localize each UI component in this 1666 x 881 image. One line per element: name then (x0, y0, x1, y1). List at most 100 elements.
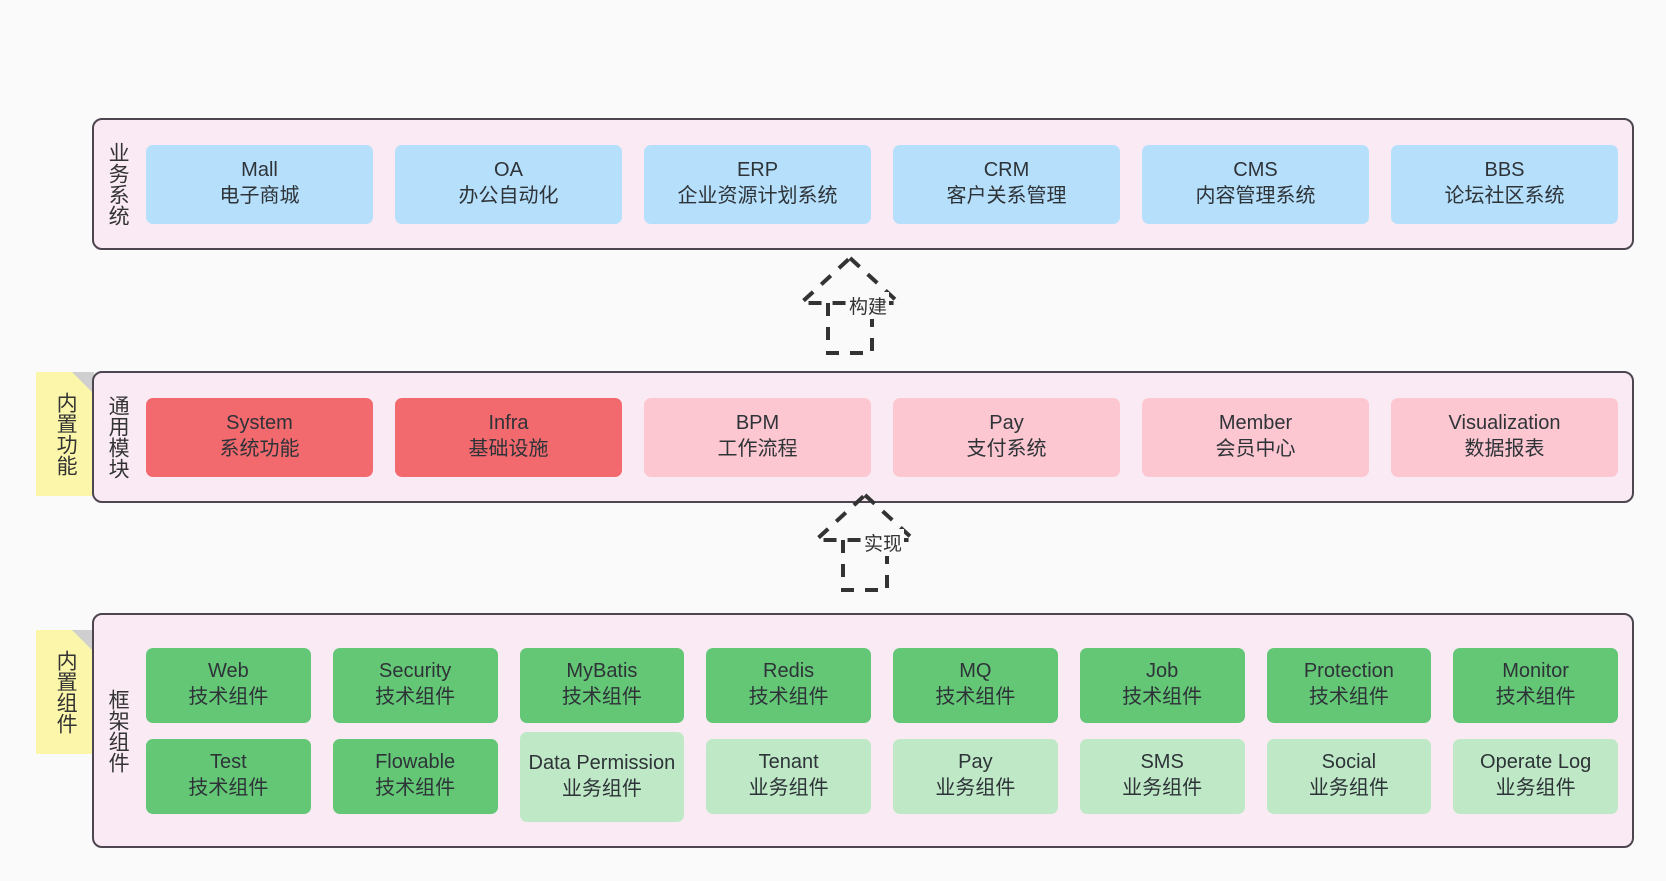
card-title: Member (1218, 412, 1293, 435)
card-infra[interactable]: Infra 基础设施 (395, 397, 622, 477)
card-system[interactable]: System 系统功能 (146, 397, 373, 477)
card-title: Social (1321, 751, 1377, 774)
card-redis[interactable]: Redis 技术组件 (706, 647, 871, 723)
dashed-stem-icon (841, 540, 889, 592)
card-subtitle: 会员中心 (1215, 438, 1296, 460)
note-builtin-features: 内置功能 (36, 372, 94, 496)
card-operate-log[interactable]: Operate Log 业务组件 (1453, 738, 1618, 814)
card-title: System (226, 412, 293, 435)
card-security[interactable]: Security 技术组件 (332, 647, 498, 723)
card-row: Test 技术组件 Flowable 技术组件 Data Permission … (146, 731, 1618, 822)
dashed-stem-icon (826, 303, 874, 355)
card-erp[interactable]: ERP 企业资源计划系统 (644, 144, 871, 224)
layer-body-business: Mall 电子商城 OA 办公自动化 ERP 企业资源计划系统 CRM 客户关系… (140, 120, 1632, 248)
card-title: OA (494, 159, 523, 182)
card-title: MQ (959, 660, 992, 683)
layer-title-common: 通用模块 (106, 395, 130, 479)
card-subtitle: 技术组件 (375, 777, 456, 799)
card-title: Infra (488, 412, 529, 435)
card-title: Job (1146, 660, 1179, 683)
card-subtitle: 技术组件 (188, 686, 269, 708)
hollow-triangle-arrowhead-icon (810, 492, 920, 542)
card-title: Monitor (1502, 660, 1569, 683)
connector-label-implement: 实现 (862, 529, 905, 556)
layer-business-systems: 业务系统 Mall 电子商城 OA 办公自动化 ERP 企业资源计划系统 CRM… (92, 118, 1634, 250)
card-member[interactable]: Member 会员中心 (1142, 397, 1369, 477)
card-mybatis[interactable]: MyBatis 技术组件 (519, 647, 685, 723)
card-title: Test (210, 751, 247, 774)
note-label: 内置组件 (54, 650, 78, 734)
connector-implement: 实现 (810, 492, 920, 592)
card-title: BBS (1484, 159, 1525, 182)
card-title: Mall (241, 159, 278, 182)
card-subtitle: 客户关系管理 (946, 185, 1067, 207)
card-title: Security (379, 660, 452, 683)
card-oa[interactable]: OA 办公自动化 (395, 144, 622, 224)
card-subtitle: 技术组件 (561, 686, 642, 708)
layer-framework-components: 框架组件 Web 技术组件 Security 技术组件 MyBatis 技术组件… (92, 613, 1634, 848)
card-subtitle: 技术组件 (748, 686, 829, 708)
card-title: SMS (1140, 751, 1184, 774)
layer-body-framework: Web 技术组件 Security 技术组件 MyBatis 技术组件 Redi… (140, 615, 1632, 846)
card-mall[interactable]: Mall 电子商城 (146, 144, 373, 224)
layer-title-business: 业务系统 (106, 142, 130, 226)
hollow-triangle-arrowhead-icon (795, 255, 905, 305)
card-data-permission[interactable]: Data Permission 业务组件 (519, 731, 685, 822)
card-subtitle: 办公自动化 (458, 185, 559, 207)
card-title: ERP (736, 159, 779, 182)
layer-body-common: System 系统功能 Infra 基础设施 BPM 工作流程 Pay 支付系统… (140, 373, 1632, 501)
card-job[interactable]: Job 技术组件 (1079, 647, 1245, 723)
card-subtitle: 业务组件 (561, 777, 642, 800)
card-subtitle: 业务组件 (748, 777, 829, 799)
card-monitor[interactable]: Monitor 技术组件 (1453, 647, 1618, 723)
card-mq[interactable]: MQ 技术组件 (893, 647, 1058, 723)
card-title: Visualization (1448, 412, 1561, 435)
card-social[interactable]: Social 业务组件 (1266, 738, 1432, 814)
card-sms[interactable]: SMS 业务组件 (1079, 738, 1245, 814)
card-subtitle: 电子商城 (219, 185, 300, 207)
card-row: System 系统功能 Infra 基础设施 BPM 工作流程 Pay 支付系统… (146, 397, 1618, 477)
card-title: Protection (1303, 660, 1394, 683)
connector-build: 构建 (795, 255, 905, 355)
card-subtitle: 技术组件 (1308, 686, 1389, 708)
card-pay-component[interactable]: Pay 业务组件 (893, 738, 1058, 814)
card-subtitle: 技术组件 (375, 686, 456, 708)
card-row: Mall 电子商城 OA 办公自动化 ERP 企业资源计划系统 CRM 客户关系… (146, 144, 1618, 224)
note-label: 内置功能 (54, 392, 78, 476)
note-fold-icon (72, 372, 94, 394)
card-subtitle: 技术组件 (1122, 686, 1203, 708)
card-subtitle: 数据报表 (1464, 438, 1545, 460)
layer-title-framework: 框架组件 (106, 688, 130, 773)
card-subtitle: 论坛社区系统 (1444, 185, 1565, 207)
card-title: Operate Log (1480, 751, 1592, 774)
card-cms[interactable]: CMS 内容管理系统 (1142, 144, 1369, 224)
card-subtitle: 支付系统 (966, 438, 1047, 460)
card-flowable[interactable]: Flowable 技术组件 (332, 738, 498, 814)
card-test[interactable]: Test 技术组件 (146, 738, 311, 814)
card-bbs[interactable]: BBS 论坛社区系统 (1391, 144, 1618, 224)
card-subtitle: 业务组件 (1122, 777, 1203, 799)
card-title: MyBatis (566, 660, 638, 683)
card-bpm[interactable]: BPM 工作流程 (644, 397, 871, 477)
note-fold-icon (72, 630, 94, 652)
card-subtitle: 业务组件 (1308, 777, 1389, 799)
card-web[interactable]: Web 技术组件 (146, 647, 311, 723)
card-visualization[interactable]: Visualization 数据报表 (1391, 397, 1618, 477)
card-crm[interactable]: CRM 客户关系管理 (893, 144, 1120, 224)
card-protection[interactable]: Protection 技术组件 (1266, 647, 1432, 723)
card-subtitle: 企业资源计划系统 (677, 185, 838, 207)
card-tenant[interactable]: Tenant 业务组件 (706, 738, 871, 814)
card-title: BPM (735, 412, 780, 435)
card-subtitle: 业务组件 (1495, 777, 1576, 799)
card-title: Data Permission (528, 751, 676, 774)
card-title: Pay (958, 751, 993, 774)
card-title: Tenant (758, 751, 819, 774)
card-subtitle: 内容管理系统 (1195, 185, 1316, 207)
card-subtitle: 工作流程 (717, 438, 798, 460)
card-title: CMS (1233, 159, 1278, 182)
card-subtitle: 技术组件 (935, 686, 1016, 708)
card-title: CRM (983, 159, 1030, 182)
card-subtitle: 基础设施 (468, 438, 549, 460)
card-row: Web 技术组件 Security 技术组件 MyBatis 技术组件 Redi… (146, 647, 1618, 723)
card-pay[interactable]: Pay 支付系统 (893, 397, 1120, 477)
